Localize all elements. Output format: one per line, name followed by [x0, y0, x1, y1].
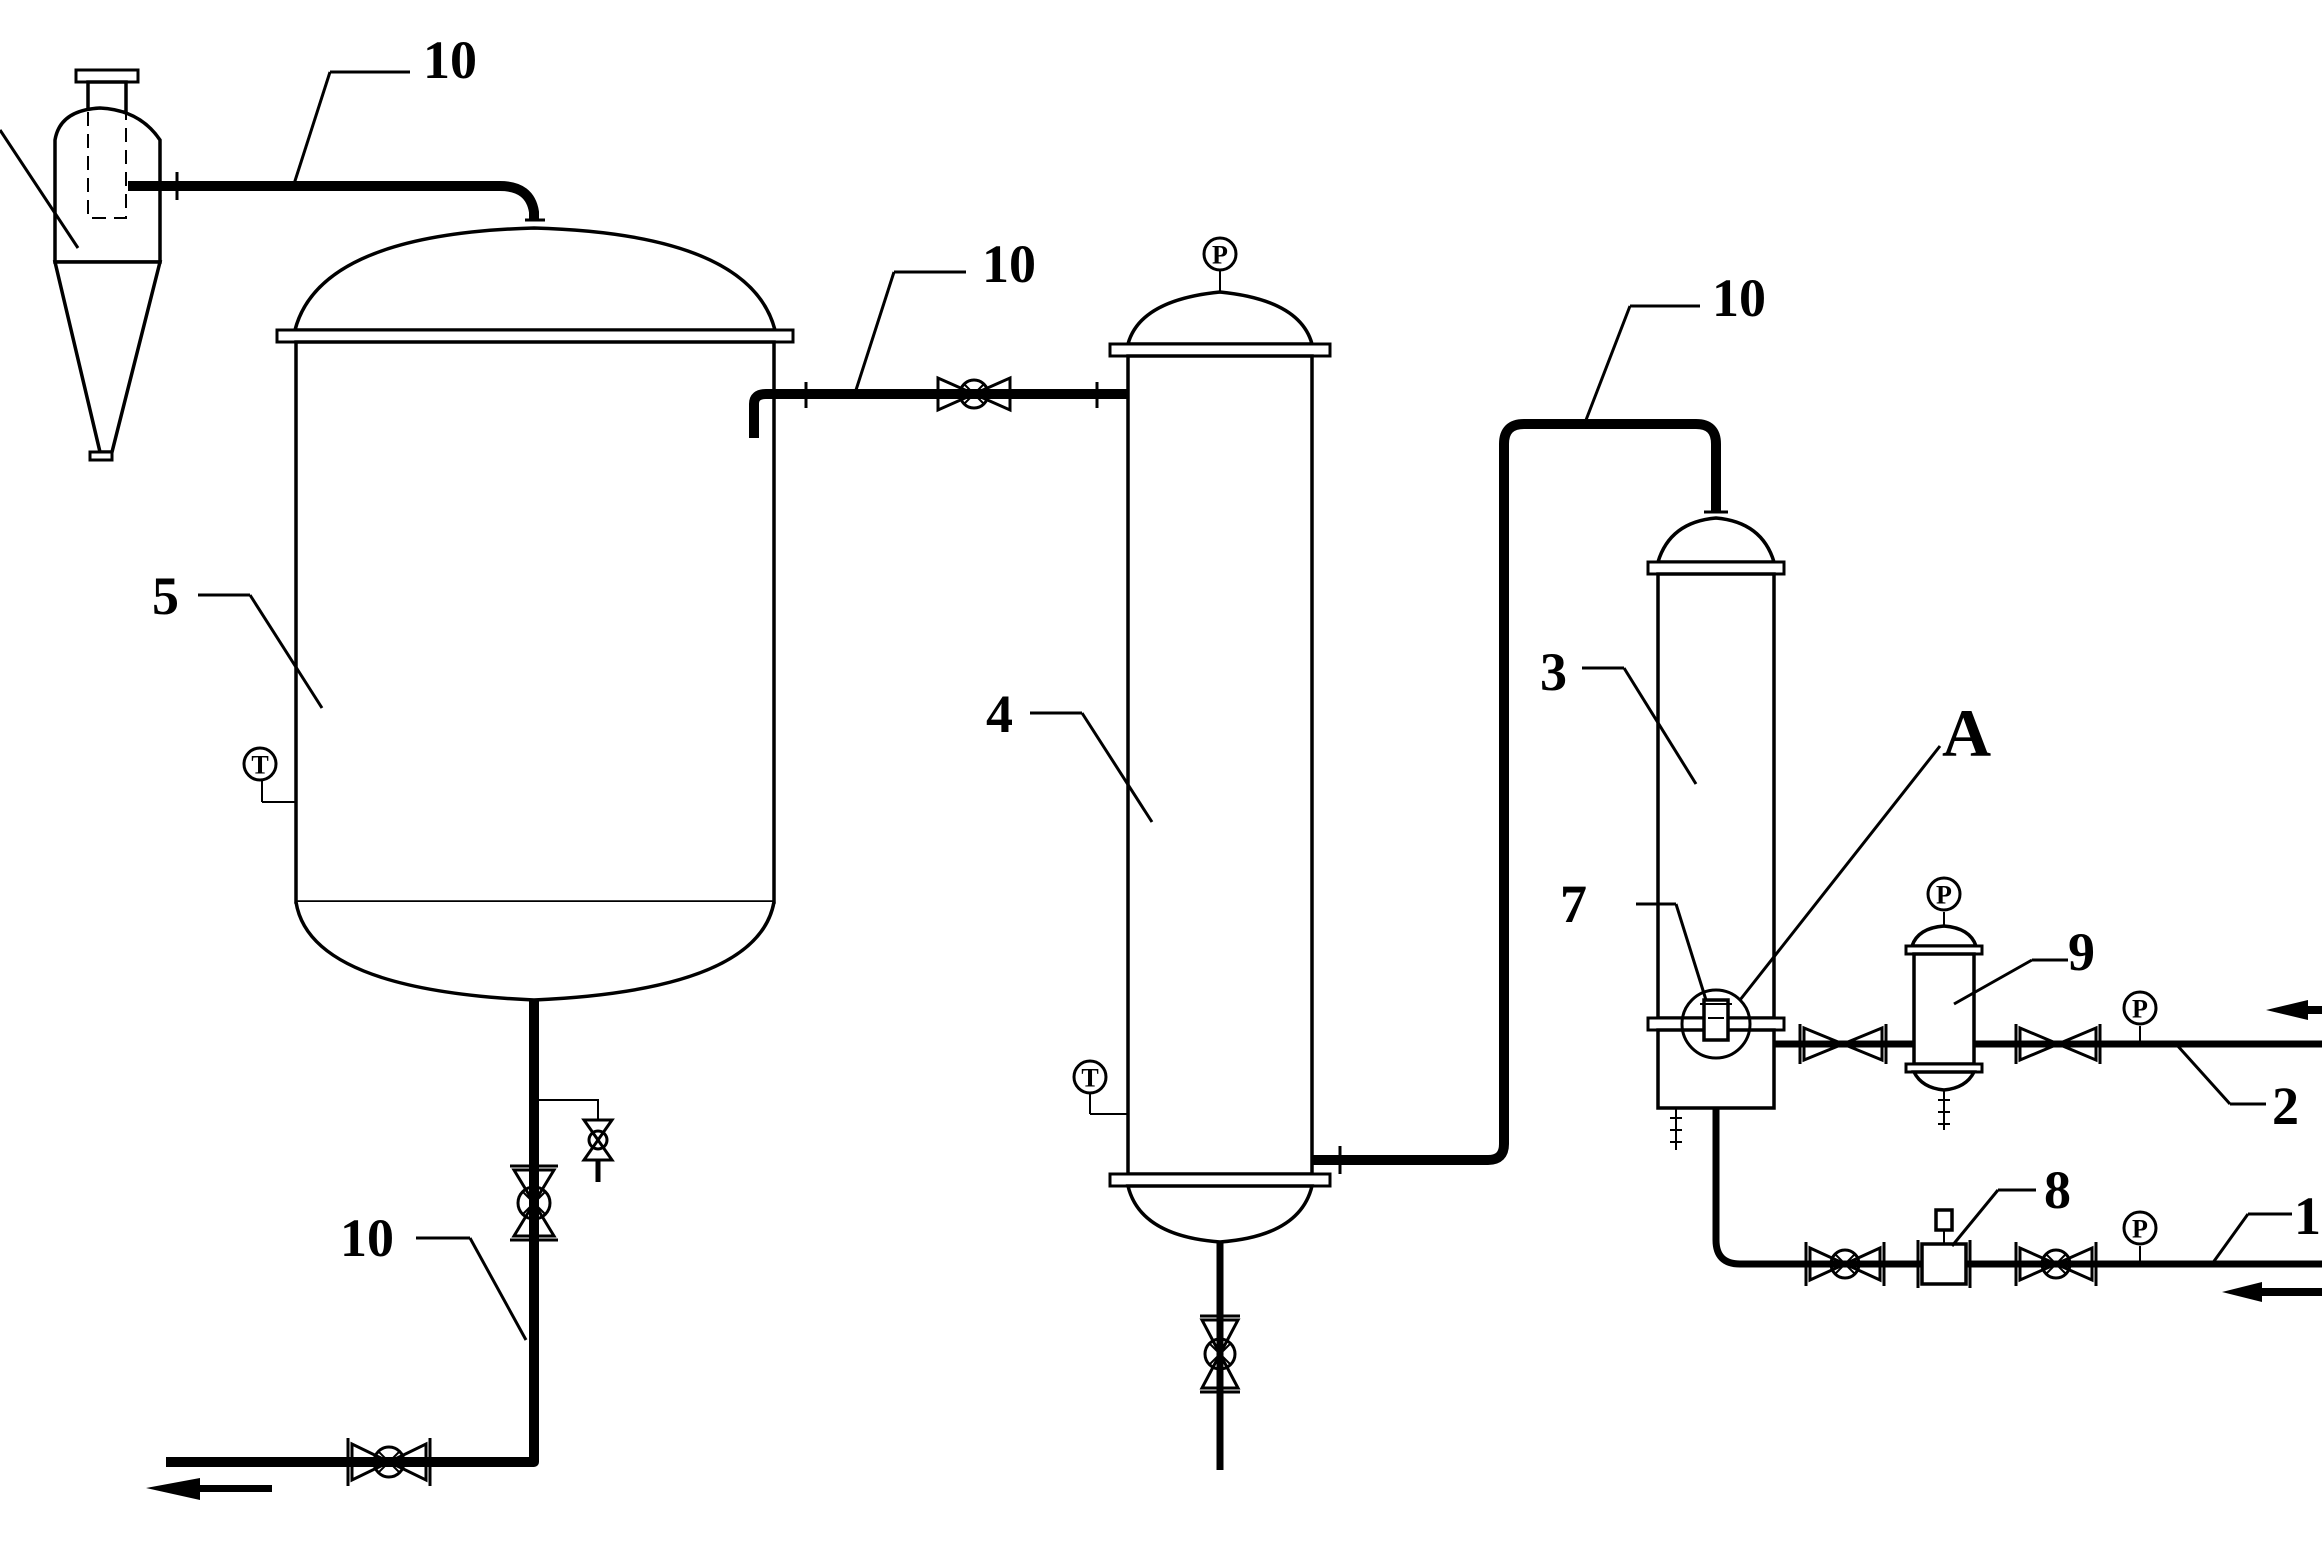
pressure-gauge-icon: [1202, 236, 1238, 272]
valve-icon: [346, 1438, 432, 1486]
label-pipe-top: 10: [292, 30, 477, 185]
label-pipe-mid: 10: [854, 234, 1036, 391]
pressure-symbol: P: [1936, 881, 1952, 910]
component-7-icon: [1702, 998, 1730, 1042]
temperature-gauge-icon: [1072, 1059, 1108, 1095]
component-7-label: 7: [1560, 874, 1587, 934]
column-4: P T 4: [986, 236, 1332, 1470]
inlet-1-label: 1: [2294, 1186, 2321, 1246]
pressure-gauge-icon: [2122, 990, 2158, 1026]
valve-icon: [936, 375, 1012, 413]
detail-a-circle: [1680, 988, 1752, 1060]
pipe-bottom-label: 10: [340, 1208, 394, 1268]
inlet-2-line: P 9 P 2: [1774, 876, 2322, 1136]
flowmeter-8-label: 8: [2044, 1160, 2071, 1220]
pressure-gauge-icon: [1926, 876, 1962, 912]
flowmeter-8: 8: [1916, 1160, 2071, 1288]
inlet-1-line: 8 P 1: [1712, 1108, 2322, 1302]
temperature-symbol: T: [1081, 1064, 1098, 1093]
inlet-arrow-icon: [2266, 1000, 2322, 1020]
cyclone-leader: [0, 129, 80, 249]
column-3: 3 A 7: [1540, 516, 1991, 1150]
temperature-symbol: T: [251, 751, 268, 780]
valve-icon: [2014, 1024, 2102, 1064]
valve-icon: [510, 1164, 558, 1242]
pressure-symbol: P: [1212, 241, 1228, 270]
filter-9-label: 9: [2068, 922, 2095, 982]
filter-9: P 9: [1904, 876, 2095, 1130]
tank-5: T 5: [152, 226, 1130, 1002]
pressure-symbol: P: [2132, 995, 2148, 1024]
valve-icon: [1804, 1242, 1886, 1286]
valve-icon: [1199, 1314, 1241, 1394]
column-4-label: 4: [986, 684, 1013, 744]
valve-icon: [1798, 1024, 1888, 1064]
tank-5-drain: 10: [146, 1000, 615, 1500]
column-3-label: 3: [1540, 642, 1567, 702]
pipe-mid-label: 10: [982, 234, 1036, 294]
pressure-symbol: P: [2132, 1215, 2148, 1244]
tank-5-label: 5: [152, 566, 179, 626]
temperature-gauge-icon: [242, 746, 278, 782]
pipe-right-label: 10: [1712, 268, 1766, 328]
outlet-arrow-icon: [146, 1478, 272, 1500]
pressure-gauge-icon: [2122, 1210, 2158, 1246]
inlet-2-label: 2: [2272, 1076, 2299, 1136]
detail-a-label: A: [1942, 695, 1991, 771]
transfer-pipe: 10: [1312, 268, 1766, 1174]
pipe-top-label: 10: [423, 30, 477, 90]
cyclone-separator: [0, 68, 545, 462]
valve-icon: [2014, 1242, 2098, 1286]
inlet-arrow-icon: [2222, 1282, 2322, 1302]
valve-icon: [581, 1118, 615, 1162]
